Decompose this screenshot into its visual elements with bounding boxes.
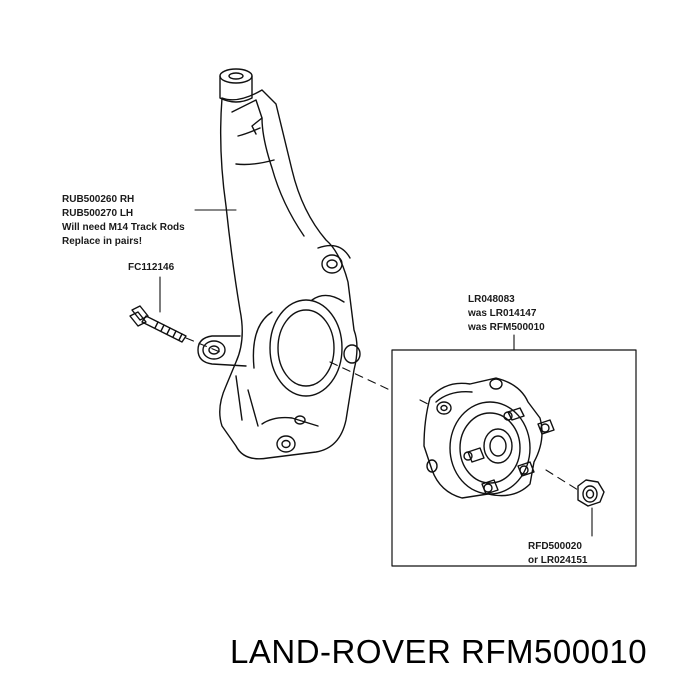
callout-line: RUB500270 LH <box>62 208 134 219</box>
callout-line: or LR024151 <box>528 555 588 566</box>
hub-nut-callout: RFD500020 or LR024151 <box>528 540 587 568</box>
wheel-stud <box>517 461 535 477</box>
steering-knuckle <box>197 68 361 460</box>
callout-line: RFD500020 <box>528 541 582 552</box>
hub-bearing-part <box>423 377 555 499</box>
wheel-stud <box>537 419 555 435</box>
footer-title: LAND-ROVER RFM500010 <box>230 633 648 670</box>
bolt-part <box>129 305 187 343</box>
callout-line: was RFM500010 <box>468 322 545 333</box>
callout-line: LR048083 <box>468 294 515 305</box>
axis-line <box>185 337 579 491</box>
wheel-stud <box>463 447 485 463</box>
callout-line: Replace in pairs! <box>62 236 143 247</box>
callout-line: Will need M14 Track Rods <box>62 222 185 233</box>
hub-nut-part <box>577 479 605 507</box>
callout-line: RUB500260 RH <box>62 194 135 205</box>
hub-bearing-callout: LR048083 was LR014147 was RFM500010 <box>468 293 545 335</box>
wheel-stud <box>503 407 525 421</box>
knuckle-part-callout: RUB500260 RH RUB500270 LH Will need M14 … <box>62 193 185 249</box>
bolt-part-callout: FC112146 <box>128 261 174 275</box>
wheel-stud <box>481 479 499 495</box>
callout-line: was LR014147 <box>468 308 537 319</box>
callout-line: FC112146 <box>128 262 175 273</box>
